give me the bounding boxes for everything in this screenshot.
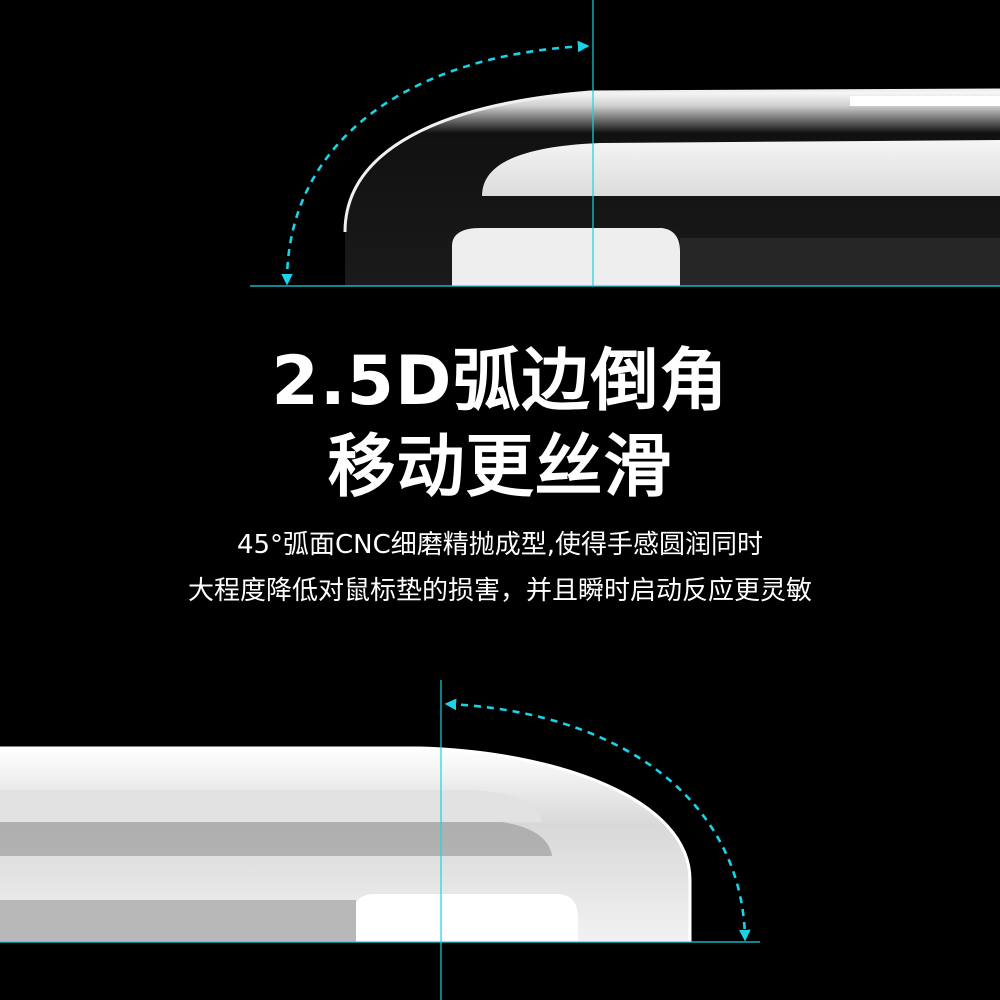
description-line-1: 45°弧面CNC细磨精抛成型,使得手感圆润同时 <box>236 530 764 560</box>
top-angle-arrow <box>281 40 590 286</box>
headline-title: 2.5D弧边倒角 <box>271 342 729 421</box>
headline-subtitle: 移动更丝滑 <box>327 428 673 507</box>
bottom-edge-lower-highlight <box>356 894 578 942</box>
description-line-2: 大程度降低对鼠标垫的损害，并且瞬时启动反应更灵敏 <box>187 576 812 606</box>
top-edge-right-cap <box>850 96 1000 106</box>
top-edge-dark-band <box>680 238 1000 286</box>
bottom-edge-inner-highlight <box>0 790 542 822</box>
bottom-angle-arrow <box>444 698 751 942</box>
bottom-edge-profile <box>0 680 760 1000</box>
top-edge-lower-highlight <box>452 228 680 286</box>
top-edge-profile <box>250 0 1000 287</box>
top-edge-highlight <box>482 140 1000 196</box>
bottom-edge-dark-band <box>0 900 356 942</box>
bottom-edge-shadow-band <box>0 820 552 856</box>
